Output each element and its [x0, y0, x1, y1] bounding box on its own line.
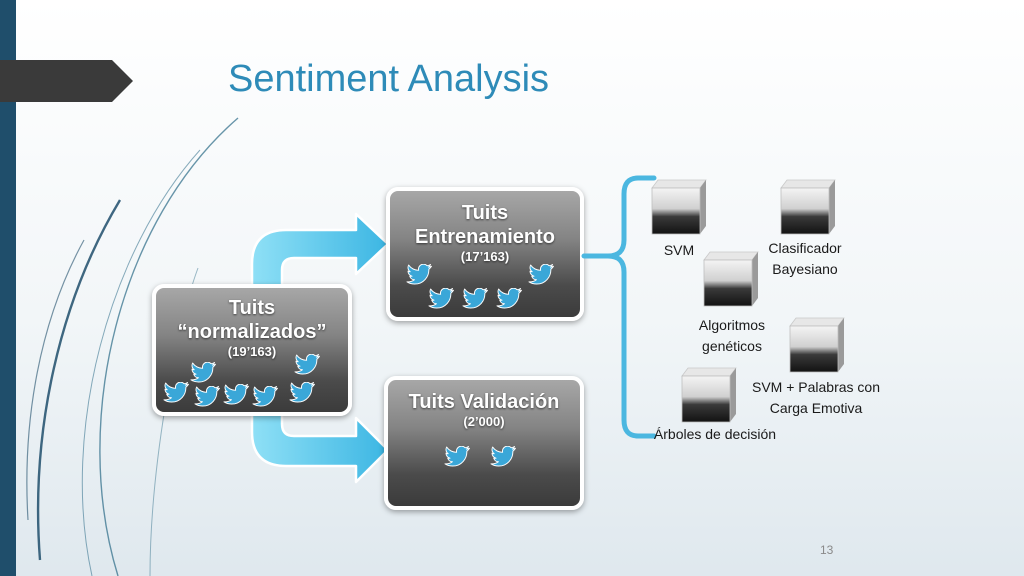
left-accent-bar [0, 0, 16, 576]
label-svm-emotive-line2: Carga Emotiva [769, 400, 863, 416]
title-tab-marker [0, 60, 133, 102]
glass-cube-icon [777, 178, 839, 238]
twitter-bird-icon [406, 264, 434, 288]
label-trees: Árboles de decisión [653, 426, 777, 442]
arrow-to-validation [250, 402, 390, 484]
label-svm-emotive-line1: SVM + Palabras con [751, 379, 880, 395]
twitter-bird-icon [194, 386, 222, 410]
glass-cube-icon [678, 366, 740, 426]
twitter-bird-icon [289, 382, 317, 406]
glass-cube-icon [786, 316, 848, 376]
twitter-bird-icon [444, 446, 472, 470]
training-count: (17’163) [460, 249, 510, 264]
twitter-bird-icon [223, 384, 251, 408]
arrow-to-training [250, 212, 390, 298]
classifier-brace [581, 175, 657, 439]
normalized-tweets-box: Tuits “normalizados” (19’163) [152, 284, 352, 416]
label-svm: SVM [663, 242, 695, 258]
normalized-title-line2: “normalizados” [177, 321, 327, 343]
label-genetic-line1: Algoritmos [698, 317, 766, 333]
slide-title: Sentiment Analysis [228, 58, 550, 100]
twitter-bird-icon [428, 288, 456, 312]
validation-tweets-box: Tuits Validación (2’000) [384, 376, 584, 510]
twitter-bird-icon [462, 288, 490, 312]
twitter-bird-icon [490, 446, 518, 470]
training-title-line1: Tuits [461, 202, 509, 224]
validation-count: (2’000) [463, 414, 505, 429]
twitter-bird-icon [252, 386, 280, 410]
training-title-line2: Entrenamiento [414, 226, 556, 248]
label-genetic: Algoritmos genéticos [680, 315, 784, 357]
twitter-bird-icon [294, 354, 322, 378]
label-bayes: Clasificador Bayesiano [752, 238, 858, 280]
twitter-bird-icon [496, 288, 524, 312]
twitter-bird-icon [528, 264, 556, 288]
label-bayes-line1: Clasificador [768, 240, 842, 256]
label-svm-emotive: SVM + Palabras con Carga Emotiva [738, 377, 894, 419]
label-bayes-line2: Bayesiano [772, 261, 838, 277]
glass-cube-icon [648, 178, 710, 238]
decorative-lines [26, 117, 239, 576]
twitter-bird-icon [163, 382, 191, 406]
glass-cube-icon [700, 250, 762, 310]
twitter-bird-icon [190, 362, 218, 386]
normalized-count: (19’163) [227, 344, 277, 359]
label-genetic-line2: genéticos [702, 338, 762, 354]
page-number: 13 [820, 543, 834, 557]
training-tweets-box: Tuits Entrenamiento (17’163) [386, 187, 584, 321]
validation-title: Tuits Validación [408, 391, 560, 413]
normalized-title-line1: Tuits [228, 297, 276, 319]
